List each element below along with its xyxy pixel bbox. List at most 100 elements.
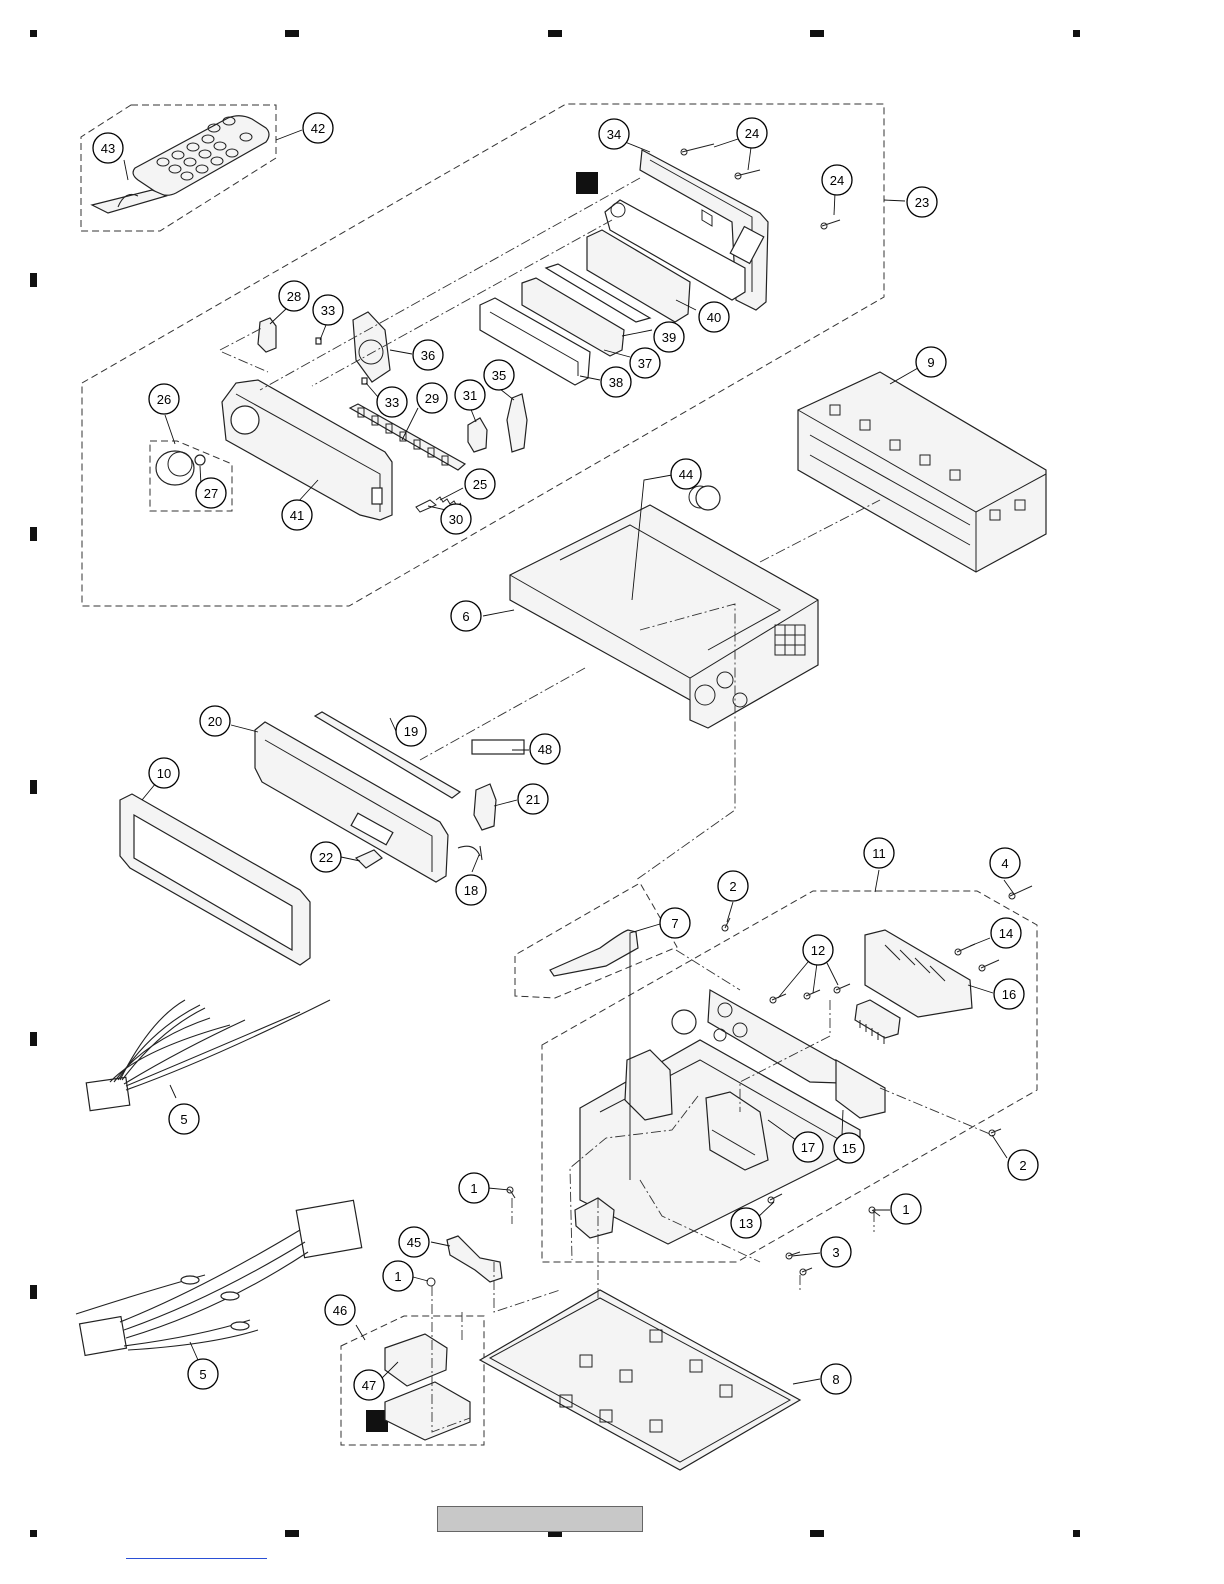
callout-31: 31 [455,380,485,410]
mounting-sleeve [798,372,1046,572]
callout-number: 7 [671,916,678,931]
footer-link-underline[interactable] [126,1558,267,1559]
callout-17: 17 [793,1132,823,1162]
callout-16: 16 [994,979,1024,1009]
callout-25: 25 [465,469,495,499]
callout-number: 48 [538,742,552,757]
callout-number: 20 [208,714,222,729]
callout-29: 29 [417,383,447,413]
callout-number: 22 [319,850,333,865]
callout-number: 21 [526,792,540,807]
callout-number: 9 [927,355,934,370]
callout-13: 13 [731,1208,761,1238]
callout-number: 2 [1019,1158,1026,1173]
reference-circle-b [672,1010,696,1034]
callout-2: 2 [718,871,748,901]
callout-5: 5 [169,1104,199,1134]
callout-26: 26 [149,384,179,414]
callout-number: 37 [638,356,652,371]
callout-number: 1 [902,1202,909,1217]
callout-number: 24 [830,173,844,188]
callout-number: 1 [394,1269,401,1284]
callout-number: 28 [287,289,301,304]
callout-number: 5 [180,1112,187,1127]
callout-number: 17 [801,1140,815,1155]
callout-45: 45 [399,1227,429,1257]
callout-3: 3 [821,1237,851,1267]
remote-holder [92,190,166,213]
callout-33: 33 [313,295,343,325]
callout-9: 9 [916,347,946,377]
sub-pcb [385,1334,470,1440]
knob-and-parts [156,451,205,485]
callout-number: 1 [470,1181,477,1196]
callout-number: 23 [915,195,929,210]
callout-12: 12 [803,935,833,965]
callout-7: 7 [660,908,690,938]
callout-42: 42 [303,113,333,143]
main-chassis [510,486,818,728]
callout-35: 35 [484,360,514,390]
callout-48: 48 [530,734,560,764]
callout-number: 15 [842,1141,856,1156]
label-48 [472,740,524,754]
callout-6: 6 [451,601,481,631]
callout-number: 46 [333,1303,347,1318]
front-panel-chassis [222,380,392,520]
callout-41: 41 [282,500,312,530]
callout-number: 35 [492,368,506,383]
callout-24: 24 [822,165,852,195]
callout-number: 12 [811,943,825,958]
callout-number: 14 [999,926,1013,941]
callout-24: 24 [737,118,767,148]
callout-number: 36 [421,348,435,363]
callout-1: 1 [383,1261,413,1291]
front-bezel [255,722,448,882]
callout-20: 20 [200,706,230,736]
callout-19: 19 [396,716,426,746]
callout-43: 43 [93,133,123,163]
callout-39: 39 [654,322,684,352]
footer-page-bar [437,1506,643,1532]
callout-number: 45 [407,1235,421,1250]
callout-10: 10 [149,758,179,788]
callout-4: 4 [990,848,1020,878]
flat-cable-7 [550,930,638,976]
callout-number: 47 [362,1378,376,1393]
callout-2: 2 [1008,1150,1038,1180]
callout-1: 1 [891,1194,921,1224]
callout-5: 5 [188,1359,218,1389]
bottom-cover [480,1290,800,1470]
reference-square-a [576,172,598,194]
remote-control [133,116,269,196]
ic-chip-14 [855,1000,900,1044]
callout-number: 16 [1002,987,1016,1002]
callout-number: 41 [290,508,304,523]
wire-harness-lower [76,1200,362,1355]
callout-27: 27 [196,478,226,508]
callout-number: 27 [204,486,218,501]
callout-number: 6 [462,609,469,624]
callout-23: 23 [907,187,937,217]
callout-40: 40 [699,302,729,332]
callout-36: 36 [413,340,443,370]
callout-8: 8 [821,1364,851,1394]
registration-marks [30,30,1080,1537]
callout-number: 13 [739,1216,753,1231]
callout-number: 39 [662,330,676,345]
callout-number: 11 [872,846,886,861]
callout-14: 14 [991,918,1021,948]
heatsink-16 [865,930,972,1017]
callout-number: 4 [1001,856,1008,871]
callout-44: 44 [671,459,701,489]
callout-46: 46 [325,1295,355,1325]
callout-28: 28 [279,281,309,311]
bracket-15 [836,1060,885,1118]
callout-number: 38 [609,375,623,390]
reference-circle-a [696,486,720,510]
callout-number: 31 [463,388,477,403]
callout-30: 30 [441,504,471,534]
callout-number: 44 [679,467,693,482]
callout-number: 19 [404,724,418,739]
